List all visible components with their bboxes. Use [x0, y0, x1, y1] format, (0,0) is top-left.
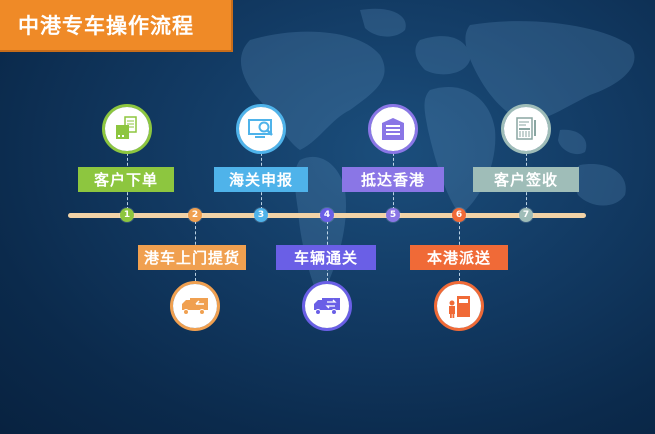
step-4-label: 车辆通关 [276, 245, 376, 270]
step-6-label: 本港派送 [410, 245, 508, 270]
step-7-icon-ring [501, 104, 551, 154]
step-6-number: 6 [452, 208, 466, 222]
step-7-number: 7 [519, 208, 533, 222]
title-banner: 中港专车操作流程 [0, 0, 233, 52]
order-form-icon [105, 107, 149, 151]
delivery-person-icon [437, 284, 481, 328]
step-4-icon-ring [302, 281, 352, 331]
step-1-number: 1 [120, 208, 134, 222]
step-5-label: 抵达香港 [342, 167, 444, 192]
step-3-icon-ring [236, 104, 286, 154]
step-6-icon-ring [434, 281, 484, 331]
step-3-number: 3 [254, 208, 268, 222]
step-5-number: 5 [386, 208, 400, 222]
step-1-label: 客户下单 [78, 167, 174, 192]
step-2-number: 2 [188, 208, 202, 222]
step-1-icon-ring [102, 104, 152, 154]
signed-document-icon [504, 107, 548, 151]
step-7-label: 客户签收 [473, 167, 579, 192]
customs-monitor-icon [239, 107, 283, 151]
step-2-label: 港车上门提货 [138, 245, 246, 270]
step-3-label: 海关申报 [214, 167, 308, 192]
warehouse-icon [371, 107, 415, 151]
step-5-icon-ring [368, 104, 418, 154]
truck-pickup-icon [173, 284, 217, 328]
step-2-icon-ring [170, 281, 220, 331]
step-4-number: 4 [320, 208, 334, 222]
truck-clearance-icon [305, 284, 349, 328]
page-title: 中港专车操作流程 [18, 14, 194, 38]
